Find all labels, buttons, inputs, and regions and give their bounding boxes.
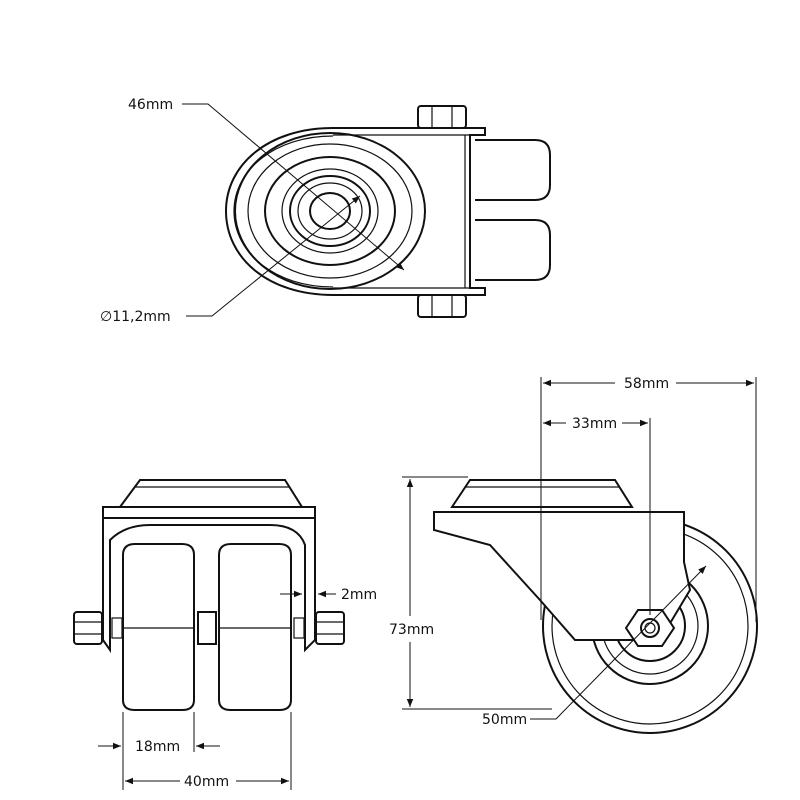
- top-view: 46mm ∅11,2mm: [100, 97, 551, 325]
- swivel-plate: [234, 132, 426, 290]
- bottom-nut: [417, 294, 467, 318]
- axle-nut-right: [315, 611, 345, 645]
- wheel-left: [122, 543, 195, 711]
- outer-diameter-label: 46mm: [128, 97, 173, 113]
- bore-diameter-label: ∅11,2mm: [100, 309, 171, 325]
- side-axle-nut: [624, 609, 676, 647]
- overall-depth-label: 58mm: [624, 376, 669, 392]
- total-width-label: 40mm: [184, 774, 229, 790]
- wheel-right: [218, 543, 292, 711]
- side-view: 58mm 33mm 73mm 50mm: [389, 376, 758, 734]
- thickness-label: 2mm: [341, 587, 377, 603]
- bore-hole: [309, 192, 351, 230]
- front-view: 2mm 18mm 40mm: [73, 479, 377, 790]
- axle-nut-left: [73, 611, 103, 645]
- height-label: 73mm: [389, 622, 434, 638]
- top-nut: [417, 105, 467, 129]
- offset-label: 33mm: [572, 416, 617, 432]
- wheel-width-label: 18mm: [135, 739, 180, 755]
- wheel-diameter-label: 50mm: [482, 712, 527, 728]
